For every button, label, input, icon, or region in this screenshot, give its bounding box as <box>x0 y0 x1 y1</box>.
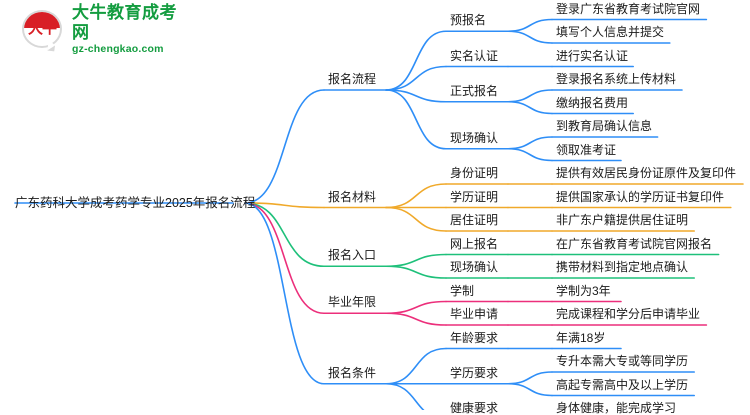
mindmap-node-4-1[interactable]: 学历要求 <box>450 365 499 380</box>
mindmap-leaf-0-2-1[interactable]: 缴纳报名费用 <box>556 95 629 110</box>
mindmap-node-0-1[interactable]: 实名认证 <box>450 48 499 63</box>
mindmap-branch-1[interactable]: 报名材料 <box>328 189 377 204</box>
mindmap-node-4-2[interactable]: 健康要求 <box>450 401 499 415</box>
mindmap-leaf-2-1-0[interactable]: 携带材料到指定地点确认 <box>556 260 689 274</box>
mindmap-node-1-0[interactable]: 身份证明 <box>450 166 499 180</box>
mindmap-leaf-0-3-0[interactable]: 到教育局确认信息 <box>556 119 653 133</box>
logo-bubble-shape <box>22 10 62 48</box>
mindmap-leaf-1-1-0[interactable]: 提供国家承认的学历证书复印件 <box>556 189 725 204</box>
logo-domain: gz-chengkao.com <box>72 43 164 56</box>
mindmap-leaf-1-2-0[interactable]: 非广东户籍提供居住证明 <box>556 213 689 227</box>
mindmap-node-1-2[interactable]: 居住证明 <box>450 213 499 227</box>
mindmap-node-2-1[interactable]: 现场确认 <box>450 260 499 274</box>
logo-title: 大牛教育成考网 <box>72 3 177 42</box>
mindmap-branch-2[interactable]: 报名入口 <box>328 248 377 263</box>
mindmap-branch-4[interactable]: 报名条件 <box>328 365 377 380</box>
logo-mark-icon: 大牛 <box>22 9 64 52</box>
mindmap-leaf-4-0-0[interactable]: 年满18岁 <box>556 330 606 345</box>
mindmap-leaf-4-1-0[interactable]: 专升本需大专或等同学历 <box>556 354 689 368</box>
logo-wordmark: 大牛教育成考网 gz-chengkao.com <box>72 3 182 57</box>
mindmap-node-4-0[interactable]: 年龄要求 <box>450 330 499 345</box>
mindmap-branch-0[interactable]: 报名流程 <box>328 72 377 86</box>
mindmap-leaf-0-2-0[interactable]: 登录报名系统上传材料 <box>556 72 677 86</box>
mindmap-node-1-1[interactable]: 学历证明 <box>450 189 499 204</box>
mindmap-leaf-0-1-0[interactable]: 进行实名认证 <box>556 48 629 63</box>
mindmap-leaf-0-3-1[interactable]: 领取准考证 <box>556 142 617 157</box>
mindmap-node-0-2[interactable]: 正式报名 <box>450 83 499 98</box>
mindmap-leaf-2-0-0[interactable]: 在广东省教育考试院官网报名 <box>556 236 713 251</box>
mindmap-leaf-3-0-0[interactable]: 学制为3年 <box>556 283 611 298</box>
mindmap-branch-3[interactable]: 毕业年限 <box>328 295 377 310</box>
mindmap-root-label[interactable]: 广东药科大学成考药学专业2025年报名流程 <box>15 196 256 210</box>
mindmap-node-0-0[interactable]: 预报名 <box>450 13 487 28</box>
mindmap-leaf-0-0-0[interactable]: 登录广东省教育考试院官网 <box>556 1 701 16</box>
mindmap-leaf-0-0-1[interactable]: 填写个人信息并提交 <box>556 25 665 39</box>
mindmap-leaf-3-1-0[interactable]: 完成课程和学分后申请毕业 <box>556 307 701 321</box>
logo-mark-text: 大牛 <box>27 19 57 37</box>
mindmap-node-3-0[interactable]: 学制 <box>450 283 475 298</box>
mindmap-leaf-4-1-1[interactable]: 高起专需高中及以上学历 <box>556 377 689 392</box>
mindmap-node-0-3[interactable]: 现场确认 <box>450 130 499 145</box>
mindmap-leaf-4-2-0[interactable]: 身体健康，能完成学习 <box>556 401 677 415</box>
site-logo: 大牛 大牛教育成考网 gz-chengkao.com <box>22 3 182 55</box>
mindmap-node-3-1[interactable]: 毕业申请 <box>450 307 499 321</box>
mindmap-leaf-1-0-0[interactable]: 提供有效居民身份证原件及复印件 <box>556 166 737 180</box>
mindmap-node-2-0[interactable]: 网上报名 <box>450 236 499 251</box>
